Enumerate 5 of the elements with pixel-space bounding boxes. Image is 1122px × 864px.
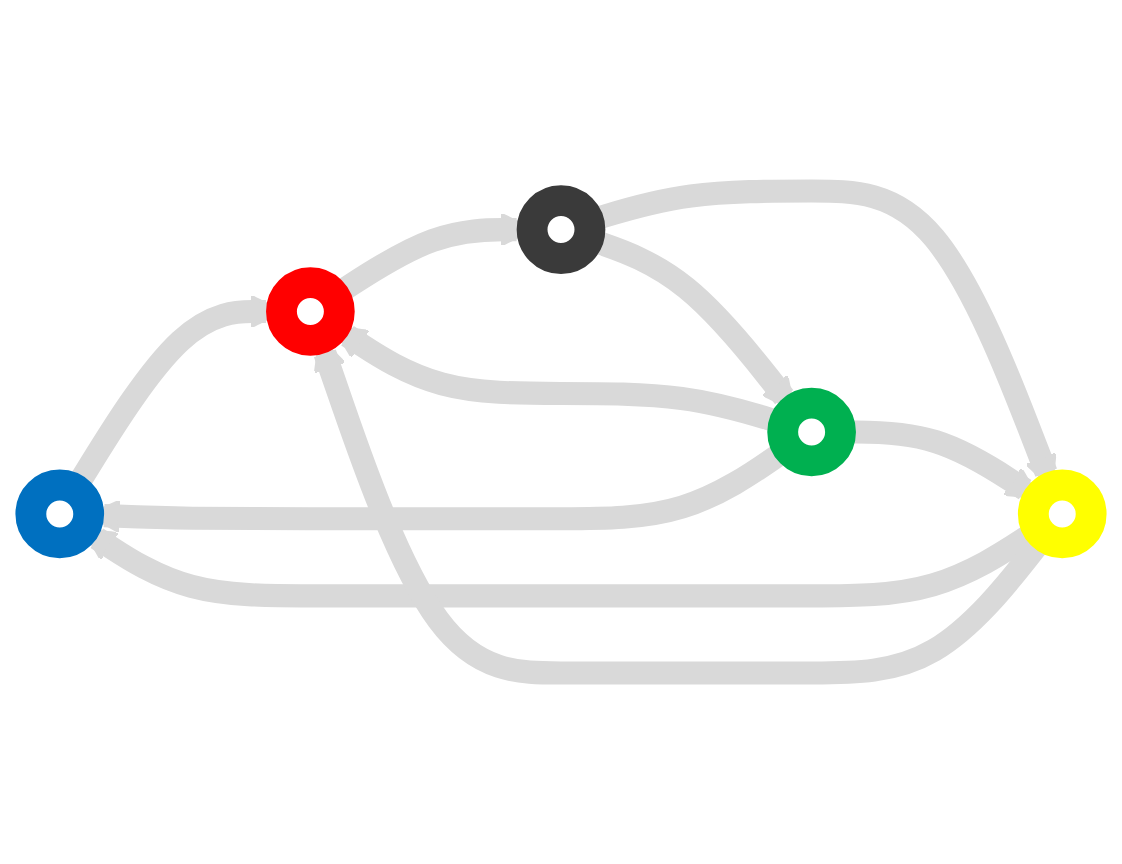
node-circle <box>516 185 606 274</box>
node-circle <box>767 387 856 477</box>
node-circle <box>266 267 355 356</box>
node-circle <box>15 469 105 559</box>
node-circle <box>1017 469 1107 559</box>
